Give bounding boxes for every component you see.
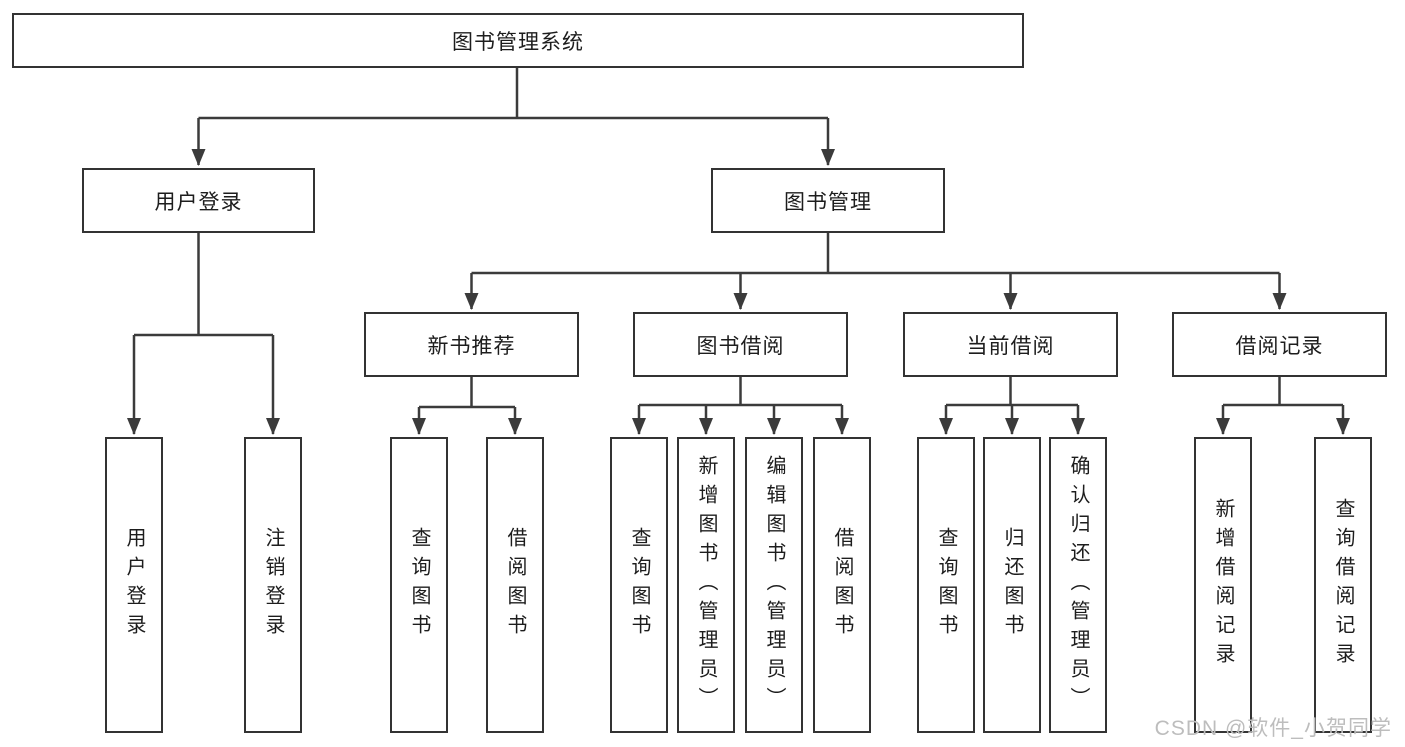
leaf-bb-add-book-admin: 新增图书（管理员）: [677, 437, 735, 733]
leaf-bb-edit-book-admin: 编辑图书（管理员）: [745, 437, 803, 733]
leaf-nb-borrow-books: 借阅图书: [486, 437, 544, 733]
connector-arrows: [127, 118, 1350, 435]
leaf-br-add-record: 新增借阅记录: [1194, 437, 1252, 733]
node-user-login: 用户登录: [82, 168, 315, 233]
leaf-cb-return-books: 归还图书: [983, 437, 1041, 733]
leaf-nb-query-books: 查询图书: [390, 437, 448, 733]
leaf-br-query-record: 查询借阅记录: [1314, 437, 1372, 733]
leaf-cb-query-books: 查询图书: [917, 437, 975, 733]
node-root: 图书管理系统: [12, 13, 1024, 68]
leaf-bb-query-books: 查询图书: [610, 437, 668, 733]
leaf-bb-borrow-books: 借阅图书: [813, 437, 871, 733]
csdn-watermark: CSDN @软件_小贺同学: [1154, 717, 1392, 740]
node-borrow-records: 借阅记录: [1172, 312, 1387, 377]
node-current-borrow: 当前借阅: [903, 312, 1118, 377]
leaf-logout: 注销登录: [244, 437, 302, 733]
node-new-book-recommend: 新书推荐: [364, 312, 579, 377]
leaf-user-login: 用户登录: [105, 437, 163, 733]
node-book-management: 图书管理: [711, 168, 945, 233]
node-book-borrow: 图书借阅: [633, 312, 848, 377]
leaf-cb-confirm-return-admin: 确认归还（管理员）: [1049, 437, 1107, 733]
connector-trunks: [134, 68, 1343, 409]
